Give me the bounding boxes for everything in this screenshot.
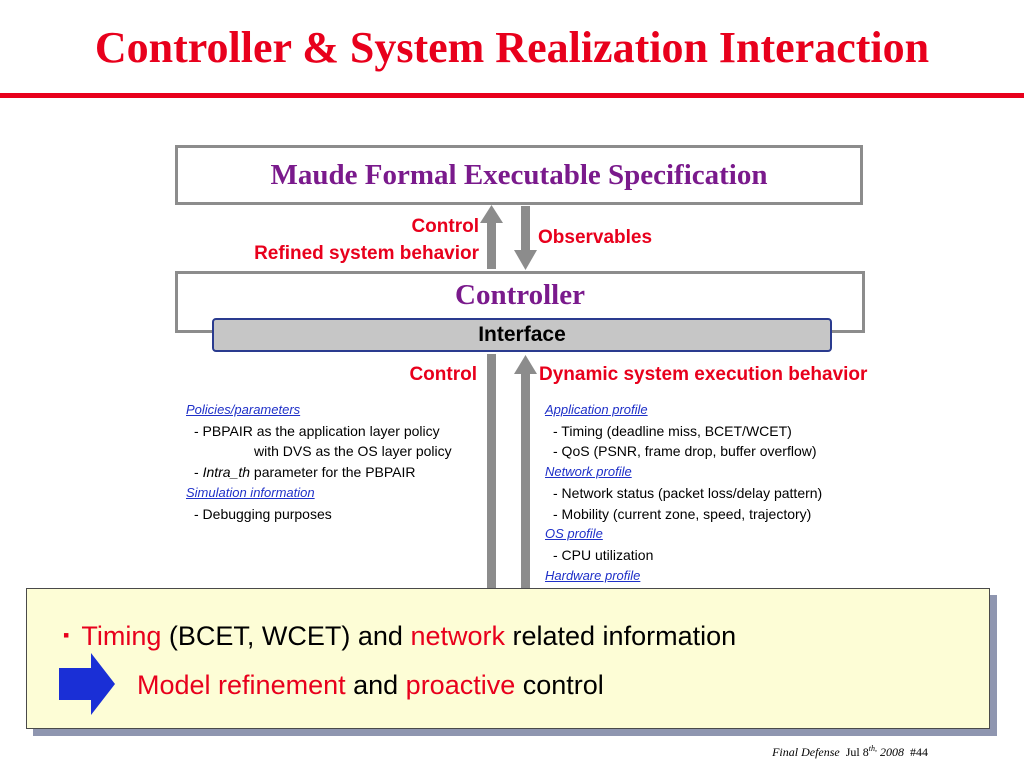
app-item-2: - QoS (PSNR, frame drop, buffer overflow… bbox=[553, 443, 817, 460]
policy-item-2-prefix: - bbox=[194, 464, 203, 481]
interface-bar: Interface bbox=[212, 318, 832, 352]
callout-line-1: ▪ Timing (BCET, WCET) and network related… bbox=[63, 621, 736, 652]
profiles-column: Application profile - Timing (deadline m… bbox=[545, 400, 822, 586]
right-arrow-icon bbox=[59, 653, 115, 715]
footer-year: 2008 bbox=[880, 745, 904, 759]
proactive-text: proactive bbox=[405, 670, 516, 700]
model-refinement-text: Model refinement bbox=[137, 670, 346, 700]
related-info-text: related information bbox=[505, 621, 737, 651]
slide-footer: Final Defense Jul 8th, 2008 #44 bbox=[772, 744, 928, 760]
bullet-icon: ▪ bbox=[63, 625, 70, 645]
down-arrow-icon bbox=[514, 206, 537, 270]
net-item-1: - Network status (packet loss/delay patt… bbox=[553, 484, 823, 501]
callout-line-2: Model refinement and proactive control bbox=[137, 670, 604, 701]
policy-item-1: - PBPAIR as the application layer policy bbox=[194, 422, 440, 439]
simulation-heading[interactable]: Simulation information bbox=[186, 484, 315, 500]
os-profile-heading[interactable]: OS profile bbox=[545, 526, 603, 542]
footer-date: Jul 8 bbox=[845, 745, 869, 759]
down-shaft-icon bbox=[487, 354, 496, 590]
intra-th-param: Intra_th bbox=[202, 464, 251, 481]
conclusion-callout: ▪ Timing (BCET, WCET) and network related… bbox=[26, 588, 990, 729]
maude-spec-box: Maude Formal Executable Specification bbox=[175, 145, 863, 205]
page-title: Controller & System Realization Interact… bbox=[94, 23, 930, 72]
controller-label: Controller bbox=[455, 279, 585, 311]
control-text: control bbox=[515, 670, 604, 700]
hardware-profile-heading[interactable]: Hardware profile bbox=[545, 567, 641, 583]
network-text: network bbox=[410, 621, 505, 651]
timing-text: Timing bbox=[81, 621, 162, 651]
application-profile-heading[interactable]: Application profile bbox=[545, 402, 648, 417]
observables-label: Observables bbox=[538, 227, 653, 248]
bcet-wcet-text: (BCET, WCET) and bbox=[161, 621, 411, 651]
dynamic-behavior-label: Dynamic system execution behavior bbox=[539, 364, 868, 385]
maude-spec-label: Maude Formal Executable Specification bbox=[270, 159, 768, 191]
policies-heading[interactable]: Policies/parameters bbox=[186, 402, 301, 417]
footer-event: Final Defense bbox=[772, 745, 840, 759]
policies-column: Policies/parameters - PBPAIR as the appl… bbox=[186, 400, 452, 524]
up-arrow-icon bbox=[480, 205, 503, 269]
policy-item-2-suffix: parameter for the PBPAIR bbox=[250, 464, 416, 481]
up-arrow-lower-icon bbox=[514, 355, 537, 590]
control-label-upper: Control bbox=[411, 216, 479, 237]
title-underline bbox=[0, 93, 1024, 98]
network-profile-heading[interactable]: Network profile bbox=[545, 464, 632, 480]
footer-page-number: #44 bbox=[910, 745, 928, 759]
app-item-1: - Timing (deadline miss, BCET/WCET) bbox=[553, 422, 792, 439]
simulation-item-1: - Debugging purposes bbox=[194, 505, 332, 522]
control-label-lower: Control bbox=[409, 364, 477, 385]
and-text: and bbox=[345, 670, 406, 700]
policy-item-1-cont: with DVS as the OS layer policy bbox=[254, 443, 452, 460]
os-item-1: - CPU utilization bbox=[553, 546, 654, 563]
net-item-2: - Mobility (current zone, speed, traject… bbox=[553, 505, 812, 522]
policy-item-2: - Intra_th parameter for the PBPAIR bbox=[186, 462, 452, 483]
footer-date-sup: th, bbox=[868, 744, 877, 753]
refined-behavior-label: Refined system behavior bbox=[254, 243, 479, 264]
